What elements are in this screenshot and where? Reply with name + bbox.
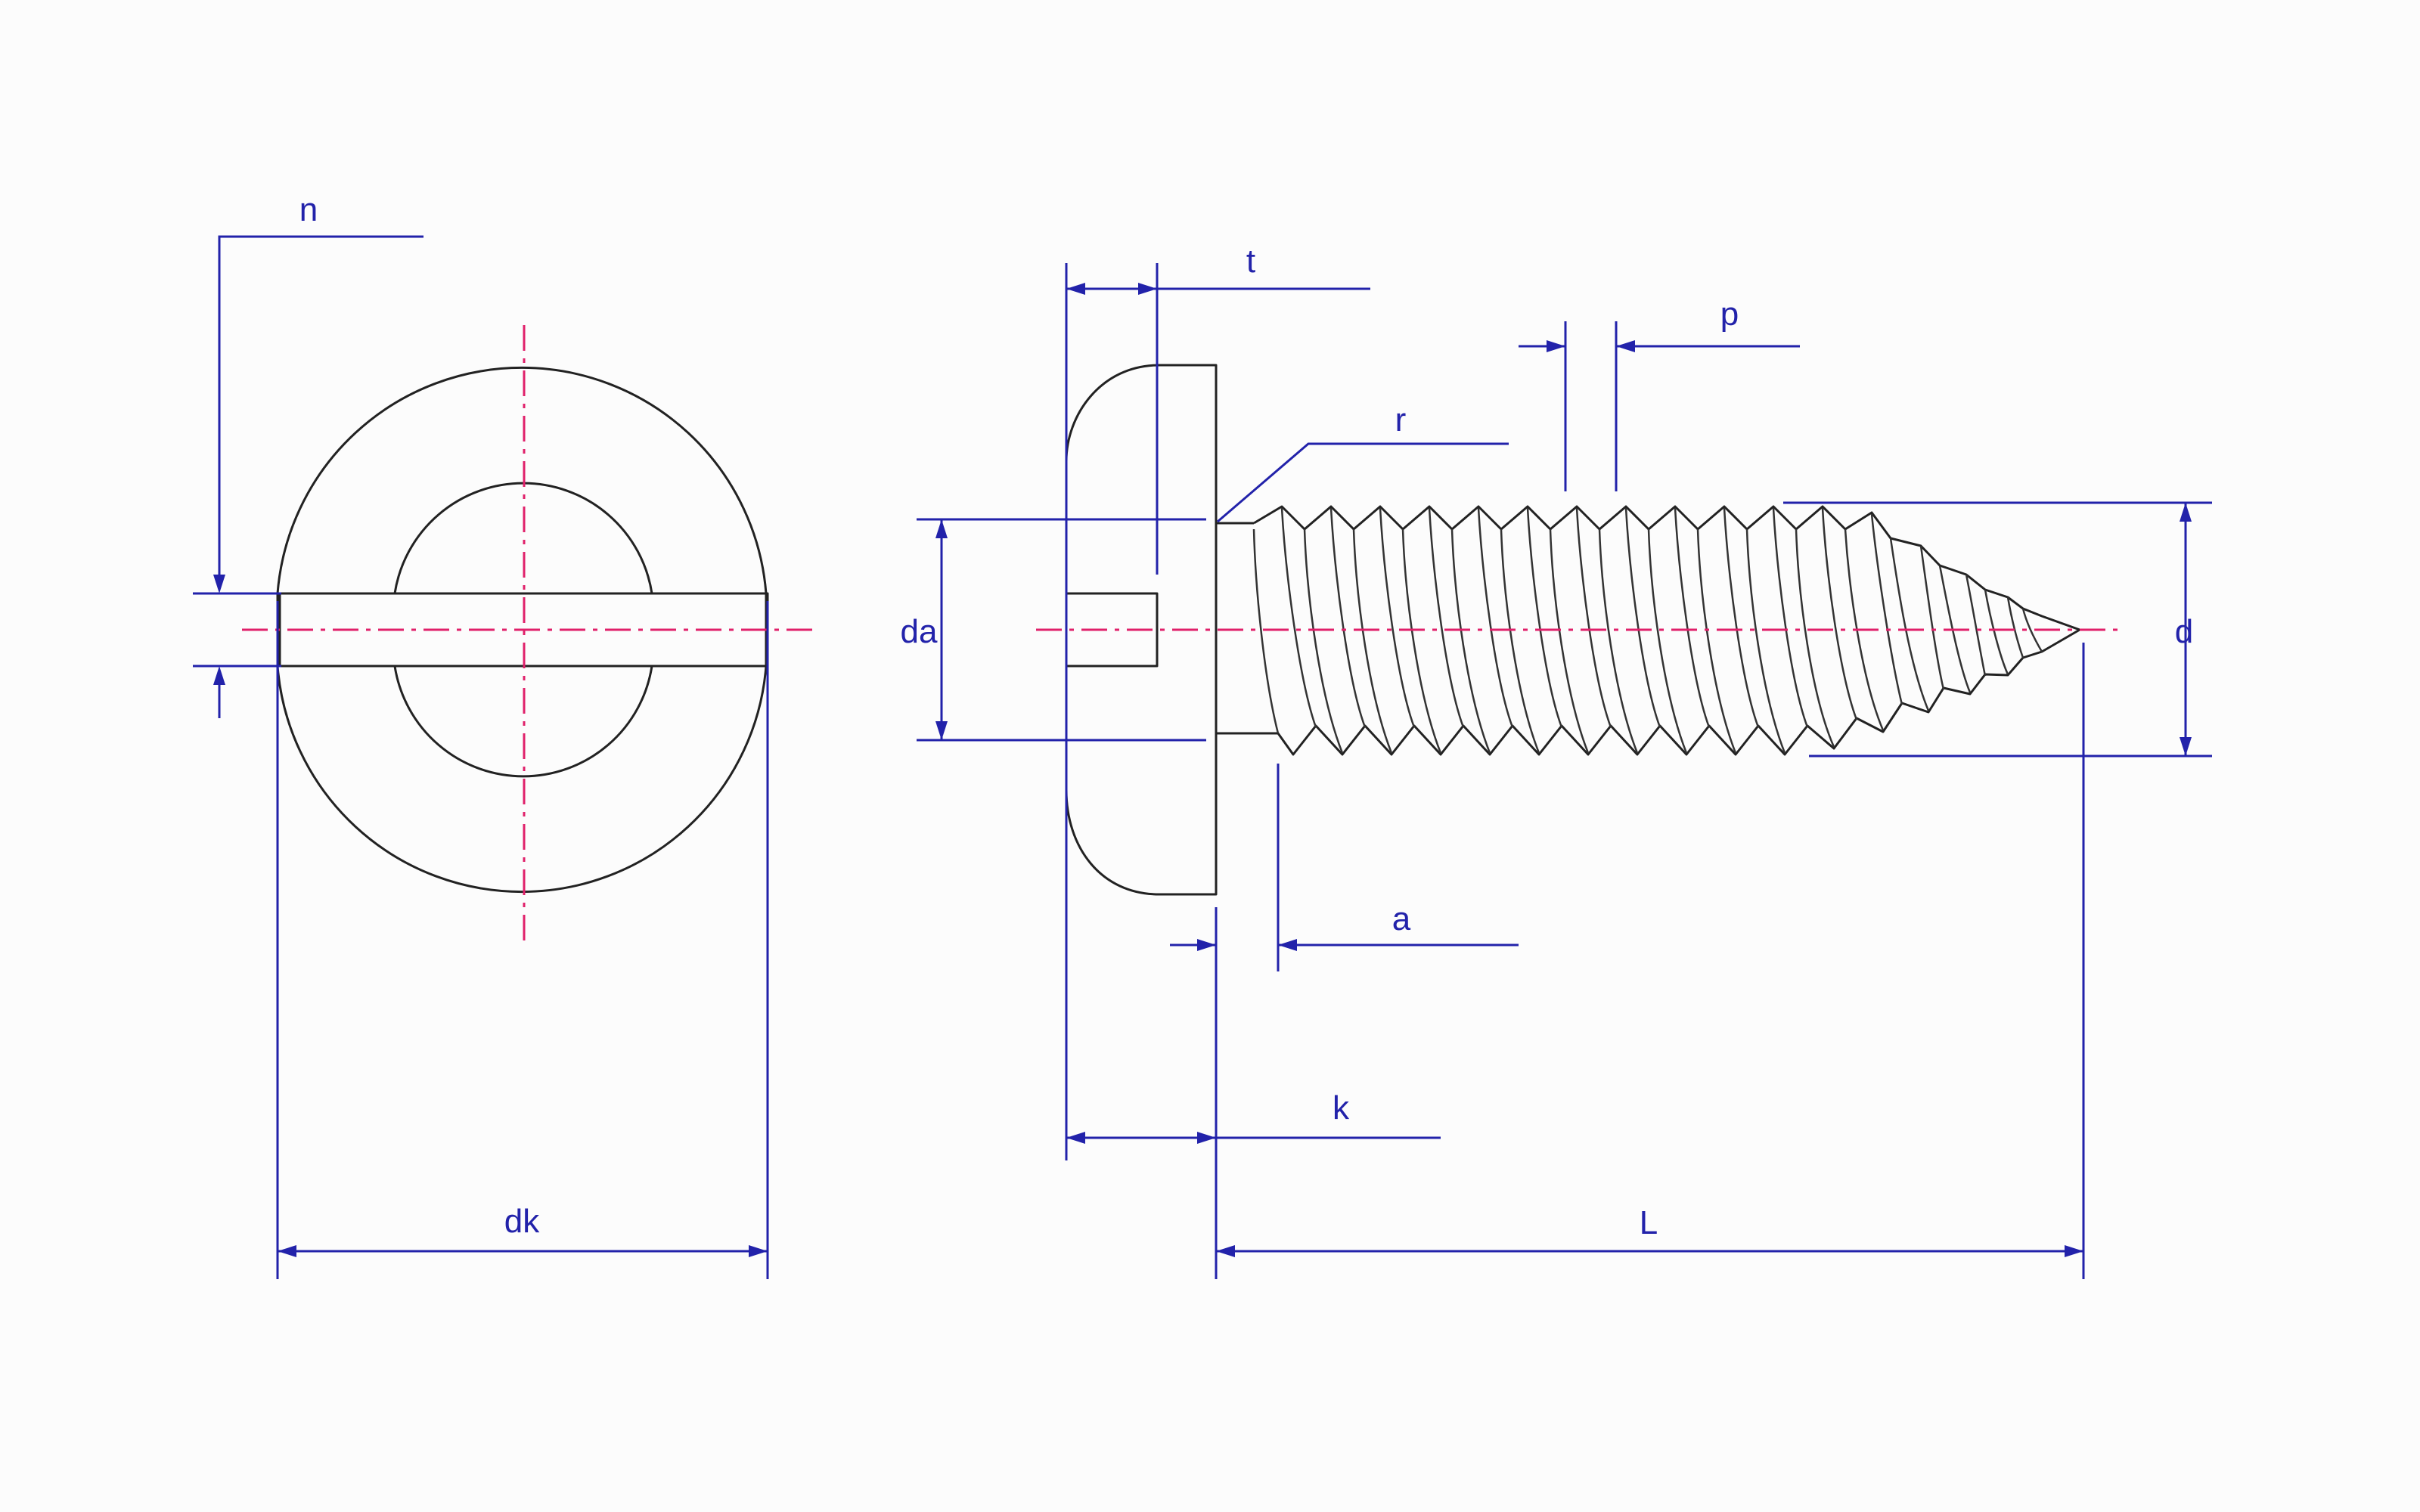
label-p: p [1720,296,1739,333]
thread-crest-top [1253,505,2080,631]
dimension-n: n [193,191,424,718]
dimension-k: k [1066,907,1441,1279]
dimension-t: t [1065,243,1370,1160]
side-view [1036,364,2118,896]
dimension-a: a [1170,764,1519,971]
label-n: n [299,191,318,228]
dimension-da: da [901,518,1206,742]
dimension-r: r [1217,401,1509,523]
head-profile-top [1065,364,1218,896]
front-view [242,325,817,941]
label-L: L [1640,1204,1658,1241]
label-t: t [1246,243,1255,280]
label-k: k [1333,1089,1350,1126]
thread-flanks [1252,507,2043,754]
label-r: r [1395,401,1407,438]
dimension-dk: dk [276,601,769,1279]
label-a: a [1392,900,1411,937]
dimension-d: d [1783,501,2212,758]
thread-crest-bottom [1277,628,2080,756]
head-outer-circle [276,367,768,893]
label-da: da [901,613,938,650]
dimension-L: L [1216,643,2085,1279]
label-d: d [2175,613,2193,650]
dimension-p: p [1519,296,1800,491]
label-dk: dk [504,1203,540,1240]
